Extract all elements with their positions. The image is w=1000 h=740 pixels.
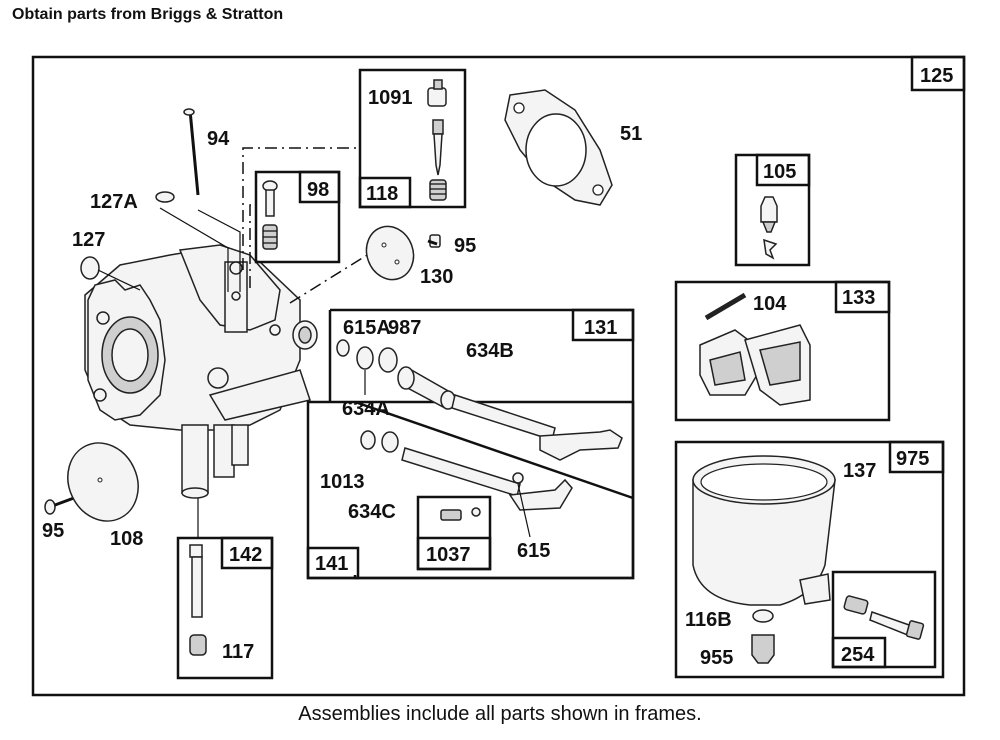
- part-634c-washer: [381, 431, 399, 453]
- carburetor-body: [84, 244, 318, 499]
- label-117: 117: [222, 641, 254, 663]
- label-95-bottom: 95: [42, 520, 64, 542]
- label-987: 987: [388, 317, 421, 339]
- frame-131-number: 131: [584, 317, 617, 339]
- label-634c: 634C: [348, 501, 396, 523]
- frame-254-number-box: [831, 636, 887, 669]
- part-1037-spring: [440, 509, 462, 521]
- part-634b-bushing: [397, 366, 456, 410]
- label-127: 127: [72, 229, 105, 251]
- frame-118-number-box: [358, 176, 412, 209]
- part-133-float: [699, 324, 811, 406]
- part-1091-spring: [429, 179, 447, 201]
- frame-975: [674, 440, 945, 679]
- frame-975-number: 975: [896, 448, 929, 470]
- frame-98: [254, 170, 341, 264]
- frame-118: [358, 68, 467, 209]
- label-615: 615: [517, 540, 550, 562]
- part-141-choke-shaft: [401, 447, 573, 511]
- label-94: 94: [207, 128, 230, 150]
- frame-133-number-box: [834, 280, 891, 314]
- part-1013-seal: [360, 430, 376, 450]
- frame-975-number-box: [888, 440, 945, 474]
- frame-105-number: 105: [763, 161, 796, 183]
- main-frame-number: 125: [920, 65, 953, 87]
- label-127a: 127A: [90, 191, 138, 213]
- part-127a-washer: [155, 191, 175, 203]
- part-127-plug: [80, 256, 100, 280]
- part-116b-washer: [752, 609, 774, 623]
- frame-1037-number: 1037: [426, 544, 471, 566]
- part-130-plate: [365, 225, 415, 281]
- label-634b: 634B: [466, 340, 514, 362]
- part-117-jet: [189, 634, 207, 656]
- main-frame-number-box: [910, 55, 966, 92]
- part-105-needle-valve: [760, 196, 778, 260]
- label-130: 130: [420, 266, 453, 288]
- frame-133-number: 133: [842, 287, 875, 309]
- part-131-throttle-shaft: [451, 394, 623, 461]
- footer-note: Assemblies include all parts shown in fr…: [298, 703, 702, 725]
- frame-131-number-box: [571, 308, 635, 342]
- label-1013: 1013: [320, 471, 365, 493]
- frame-133: [674, 280, 891, 422]
- frame-254-number: 254: [841, 644, 875, 666]
- frame-142-number: 142: [229, 544, 262, 566]
- main-frame: [31, 55, 966, 697]
- part-1091-cap: [427, 79, 447, 107]
- frame-1037-number-box: [416, 536, 492, 571]
- part-95-screw-top: [427, 234, 441, 248]
- label-108: 108: [110, 528, 143, 550]
- frame-118-number: 118: [366, 183, 398, 205]
- part-94-screw: [183, 108, 200, 196]
- label-95-top: 95: [454, 235, 476, 257]
- frame-105-number-box: [755, 153, 811, 187]
- label-51: 51: [620, 123, 642, 145]
- part-51-gasket: [504, 89, 613, 206]
- label-116b: 116B: [685, 609, 732, 631]
- label-137: 137: [843, 460, 876, 482]
- part-955-nut: [751, 634, 775, 664]
- label-615a: 615A: [343, 317, 391, 339]
- frame-141-number: 141: [315, 553, 348, 575]
- part-104-pin: [704, 292, 747, 321]
- frame-98-number: 98: [307, 179, 329, 201]
- frame-98-number-box: [298, 170, 341, 204]
- part-615a-clip: [336, 339, 350, 357]
- frame-142-number-box: [220, 536, 274, 570]
- label-634a: 634A: [342, 398, 390, 420]
- label-955: 955: [700, 647, 733, 669]
- page-title: Obtain parts from Briggs & Stratton: [12, 6, 284, 23]
- part-108-choke-plate: [67, 442, 139, 522]
- part-142-tube: [189, 544, 203, 618]
- part-137-fuel-bowl: [692, 455, 836, 606]
- part-254-screw: [869, 611, 925, 640]
- frame-141-number-box: [306, 546, 360, 580]
- label-104: 104: [753, 293, 787, 315]
- part-987-seal: [378, 347, 398, 373]
- label-1091: 1091: [368, 87, 413, 109]
- part-98-screw: [262, 180, 278, 250]
- part-1091-needle: [432, 119, 444, 176]
- part-634a-washer: [356, 346, 374, 370]
- part-254-spring: [843, 595, 869, 615]
